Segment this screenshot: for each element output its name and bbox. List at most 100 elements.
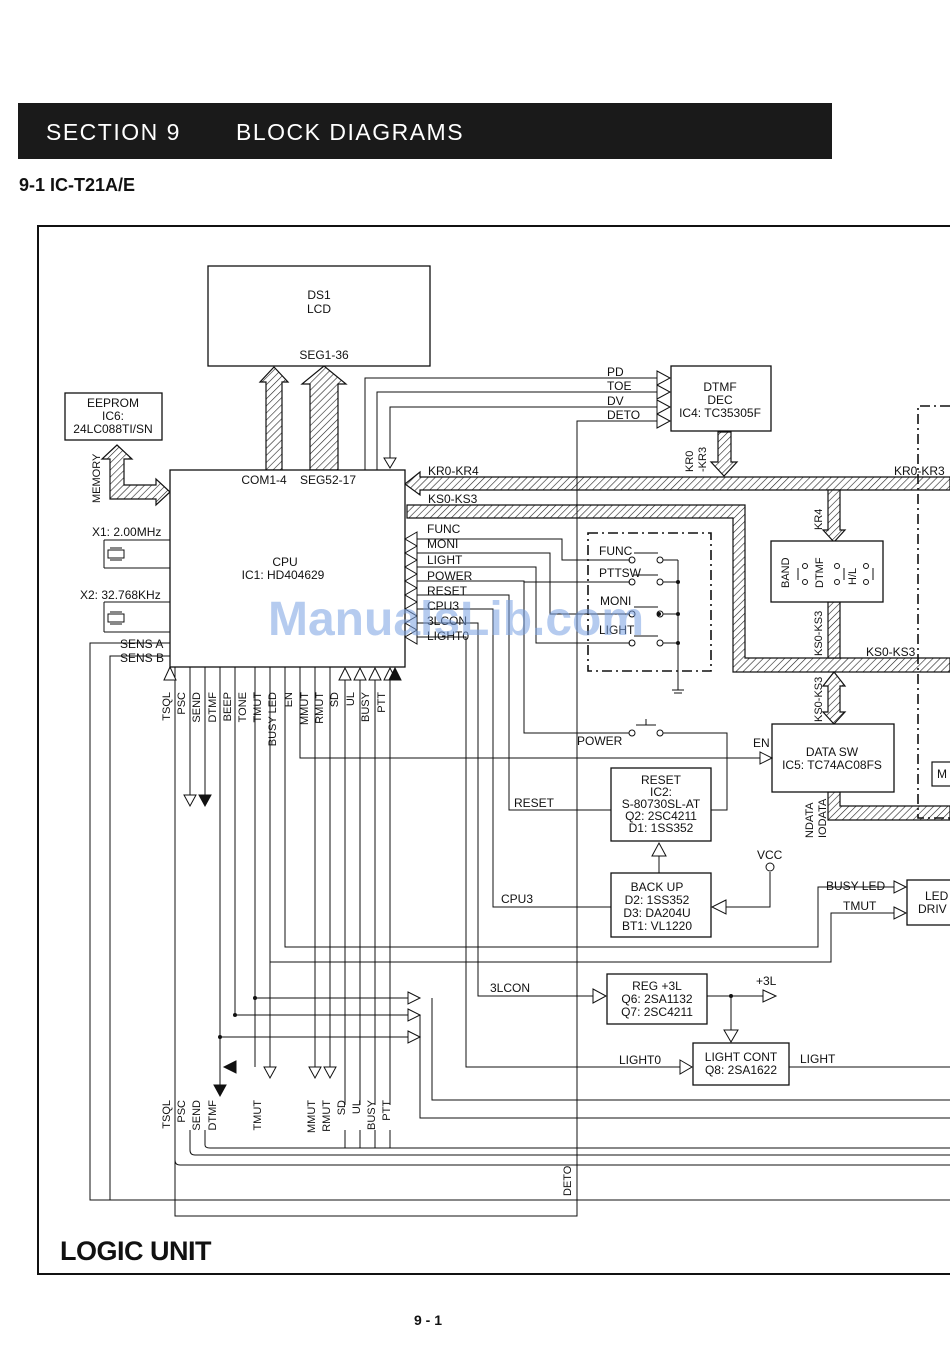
led-drive-line2: DRIV [918, 902, 947, 916]
backup-line3: D3: DA204U [623, 906, 690, 920]
light-cont-line2: Q8: 2SA1622 [705, 1063, 777, 1077]
dtmf-dec-line3: IC4: TC35305F [679, 406, 761, 420]
section-title: BLOCK DIAGRAMS [236, 119, 465, 145]
cpu-pin-label: TONE [237, 692, 249, 722]
ks-vert-label-upper: KS0-KS3 [813, 611, 825, 656]
right-dashed-box [917, 405, 950, 819]
panel-switch-contacts [628, 552, 684, 694]
cpu-pin-label: PTT [376, 692, 388, 713]
light0-label-cpu: LIGHT0 [427, 629, 469, 643]
sens-b-label: SENS B [120, 651, 164, 665]
bottom-bus-label: UL [351, 1100, 363, 1114]
reset-label: RESET [427, 584, 468, 598]
diagram-frame [37, 225, 950, 1275]
sw-dtmf-label: DTMF [814, 557, 826, 588]
vcc-label: VCC [757, 848, 783, 862]
en-label: EN [753, 736, 770, 750]
sw-light-label: LIGHT [599, 623, 635, 637]
eeprom-block [64, 392, 163, 441]
cpu3-line-label: CPU3 [501, 892, 533, 906]
toe-label: TOE [607, 379, 631, 393]
cpu-pin-label: UL [345, 692, 357, 706]
cpu-seg-label: SEG52-17 [300, 473, 356, 487]
ks-bus [406, 504, 950, 673]
bottom-bus-label: TSQL [161, 1100, 173, 1129]
reg-line3: Q7: 2SC4211 [621, 1005, 693, 1019]
busy-led-label: BUSY LED [826, 879, 885, 893]
backup-line1: BACK UP [631, 880, 684, 894]
com-bus-arrow [258, 366, 290, 471]
lcd-block [207, 265, 431, 367]
key-switch-block [770, 540, 884, 603]
moni-label: MONI [427, 537, 458, 551]
key-switch-contacts [797, 563, 874, 585]
data-sw-line1: DATA SW [806, 745, 859, 759]
dtmf-dec-line1: DTMF [703, 380, 736, 394]
data-bus [827, 791, 950, 821]
cpu-pin-label: DTMF [207, 692, 219, 723]
light0-label: LIGHT0 [619, 1053, 661, 1067]
cpu-block [169, 469, 406, 668]
kr4-vert-label: KR4 [813, 509, 825, 530]
ks-bus-vertical-lower [821, 671, 847, 725]
power-label: POWER [427, 569, 473, 583]
reg-line2: Q6: 2SA1132 [621, 992, 692, 1006]
light-out-label: LIGHT [800, 1052, 836, 1066]
lcd-seg-label: SEG1-36 [299, 348, 349, 362]
crystal-x1 [103, 539, 170, 569]
cpu-pin-label: PSC [176, 692, 188, 715]
bottom-bus-label: DTMF [207, 1100, 219, 1131]
section-number: SECTION 9 [46, 119, 181, 145]
kr0-vert-label: KR0 [684, 451, 696, 472]
page-number: 9 - 1 [414, 1312, 443, 1328]
kr0-kr3-right-label: KR0-KR3 [894, 464, 945, 478]
bottom-bus-label: SEND [191, 1100, 203, 1131]
power-switch [628, 719, 664, 737]
bottom-bus-label: PSC [176, 1100, 188, 1123]
cpu-pin-label: TMUT [252, 692, 264, 723]
reset-block [610, 767, 712, 842]
plus3l-label: +3L [756, 974, 777, 988]
memory-label: MEMORY [91, 453, 103, 503]
sw-hl-label: H/L [847, 568, 859, 585]
unit-label: LOGIC UNIT [60, 1236, 212, 1266]
eeprom-line3: 24LC088TI/SN [73, 422, 152, 436]
kr3-bus-arrow [709, 431, 739, 477]
seg-bus-arrow [300, 365, 348, 471]
dtmf-dec-block [670, 365, 772, 432]
reset-line3: S-80730SL-AT [622, 797, 701, 811]
x2-label: X2: 32.768KHz [80, 588, 161, 602]
kr-bus [404, 470, 950, 497]
kr4-bus-arrow [821, 489, 847, 543]
dv-label: DV [607, 394, 624, 408]
signal-arrowheads [163, 370, 908, 1098]
cpu3-label: CPU3 [427, 599, 459, 613]
3lcon-label-cpu: 3LCON [427, 614, 467, 628]
data-sw-block [771, 723, 895, 793]
cpu-line1: CPU [272, 555, 297, 569]
3lcon-label: 3LCON [490, 981, 530, 995]
ndata-label: NDATA [804, 802, 816, 838]
bottom-bus-label: SD [336, 1100, 348, 1115]
sens-a-label: SENS A [120, 637, 163, 651]
led-drive-line1: LED [925, 889, 949, 903]
cpu-line2: IC1: HD404629 [242, 568, 325, 582]
bottom-bus-label: TMUT [252, 1100, 264, 1131]
watermark: ManualsLib.com [268, 593, 645, 646]
cpu-com-label: COM1-4 [241, 473, 287, 487]
iodata-label: IODATA [817, 798, 829, 838]
cpu-pin-label: BUSY LED [267, 692, 279, 746]
sw-moni-label: MONI [600, 594, 631, 608]
bottom-bus-label: BUSY [366, 1099, 378, 1130]
ks-vert-label-lower: KS0-KS3 [813, 677, 825, 722]
ks0-ks3-right-label: KS0-KS3 [866, 645, 916, 659]
deto-vert-label: DETO [562, 1165, 574, 1196]
crystal-x2 [103, 601, 170, 633]
reset-line5: D1: 1SS352 [629, 821, 694, 835]
backup-line4: BT1: VL1220 [622, 919, 692, 933]
deto-label: DETO [607, 408, 640, 422]
power-switch-label: POWER [577, 734, 623, 748]
func-label: FUNC [427, 522, 461, 536]
